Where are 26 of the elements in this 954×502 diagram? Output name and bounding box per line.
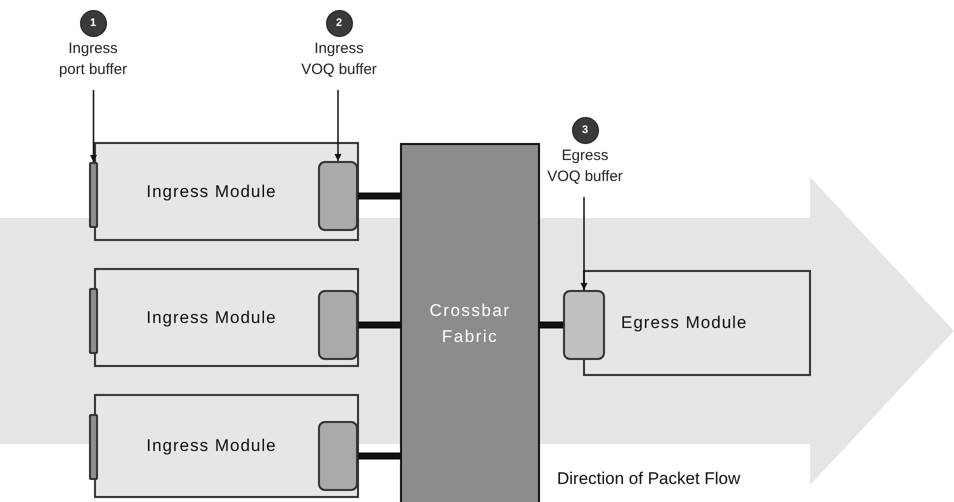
- port-buffer: [89, 414, 98, 480]
- voq-buffer: [318, 421, 358, 491]
- module-box: Ingress Module: [94, 142, 359, 241]
- callout-label: Ingress port buffer: [58, 39, 128, 80]
- module-box: Ingress Module: [94, 394, 359, 498]
- port-buffer: [89, 288, 98, 354]
- callout-number: 2: [326, 10, 352, 37]
- connector-line: [358, 322, 400, 328]
- callout-label: Egress VOQ buffer: [546, 146, 624, 187]
- module-box: Ingress Module: [94, 268, 359, 367]
- crossbar-fabric-block: Crossbar Fabric: [400, 143, 540, 502]
- arrow: [580, 197, 588, 290]
- port-buffer: [89, 162, 98, 228]
- voq-buffer: [563, 290, 605, 360]
- callout-number: 1: [80, 10, 106, 37]
- connector-line: [358, 192, 400, 200]
- arrow: [334, 90, 342, 161]
- module-box: Egress Module: [583, 270, 811, 376]
- arrow: [90, 90, 97, 162]
- callout-number: 3: [572, 117, 598, 144]
- flow-label: Direction of Packet Flow: [557, 468, 740, 490]
- callout-label: Ingress VOQ buffer: [300, 39, 378, 80]
- voq-buffer: [318, 290, 358, 360]
- voq-buffer: [318, 161, 358, 231]
- connector-line: [540, 322, 563, 328]
- connector-line: [358, 452, 400, 460]
